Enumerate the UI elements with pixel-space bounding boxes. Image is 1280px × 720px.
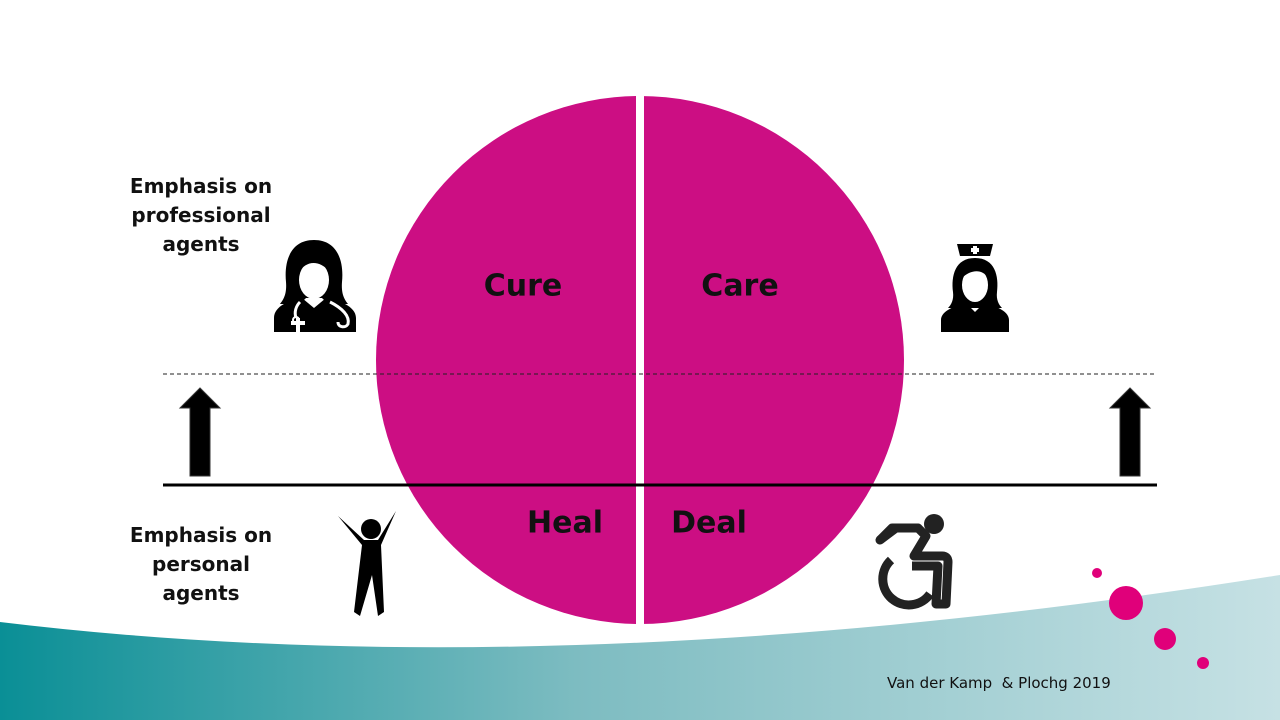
dot: [1197, 657, 1209, 669]
care-label: Care: [701, 268, 779, 304]
label-line: professional: [131, 203, 271, 227]
label-line: agents: [162, 581, 240, 605]
deal-label: Deal: [671, 505, 747, 541]
wheelchair-icon: [875, 514, 953, 610]
dot: [1092, 568, 1102, 578]
circle-divider: [636, 90, 644, 630]
nurse-icon: [941, 244, 1009, 332]
citation: Van der Kamp & Plochg 2019: [887, 674, 1111, 692]
label-line: agents: [162, 232, 240, 256]
doctor-icon: [274, 240, 356, 332]
dot: [1109, 586, 1143, 620]
bottom-wave: [0, 575, 1280, 720]
label-line: Emphasis on: [129, 523, 273, 547]
personal-agents-label: Emphasis on personal agents: [111, 521, 291, 608]
heal-label: Heal: [527, 505, 603, 541]
professional-agents-label: Emphasis on professional agents: [111, 172, 291, 259]
up-arrow-icon: [1108, 387, 1152, 477]
up-arrow-icon: [178, 387, 222, 477]
cheering-person-icon: [338, 511, 396, 616]
label-line: Emphasis on: [129, 174, 273, 198]
label-line: personal: [152, 552, 250, 576]
cure-label: Cure: [483, 268, 563, 304]
dot: [1154, 628, 1176, 650]
